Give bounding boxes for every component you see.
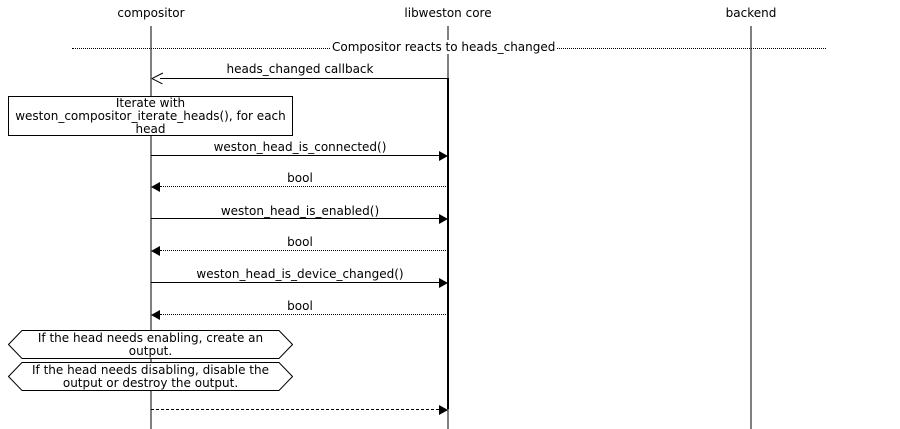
message-label-heads-changed-callback: heads_changed callback bbox=[223, 62, 377, 76]
message-label-weston-head-is-device-changed: weston_head_is_device_changed() bbox=[193, 267, 407, 281]
condition-text-condition-disable-head: If the head needs disabling, disable the… bbox=[31, 362, 269, 390]
message-label-weston-head-is-enabled: weston_head_is_enabled() bbox=[217, 204, 383, 218]
lifeline-backend bbox=[750, 26, 752, 429]
arrowhead-bool-return-enabled bbox=[151, 246, 160, 256]
message-line-weston-head-is-enabled bbox=[151, 218, 439, 219]
participant-label-backend: backend bbox=[725, 6, 777, 20]
message-line-final-return bbox=[151, 409, 439, 410]
message-label-bool-return-connected: bool bbox=[284, 171, 316, 185]
condition-text-condition-enable-head: If the head needs enabling, create an ou… bbox=[37, 330, 264, 358]
message-line-bool-return-connected bbox=[160, 186, 448, 187]
participant-label-compositor: compositor bbox=[117, 6, 185, 20]
message-line-weston-head-is-connected bbox=[151, 155, 439, 156]
arrowhead-heads-changed-callback bbox=[152, 73, 163, 84]
note-iterate-heads-note: Iterate with weston_compositor_iterate_h… bbox=[8, 96, 293, 136]
arrowhead-weston-head-is-connected bbox=[439, 151, 448, 161]
arrowhead-weston-head-is-device-changed bbox=[439, 278, 448, 288]
message-label-bool-return-enabled: bool bbox=[284, 235, 316, 249]
arrowhead-bool-return-connected bbox=[151, 182, 160, 192]
condition-hexagon-shape bbox=[8, 362, 293, 391]
activation-bar-libweston-core bbox=[447, 78, 449, 409]
message-line-heads-changed-callback bbox=[160, 78, 448, 79]
message-label-weston-head-is-connected: weston_head_is_connected() bbox=[210, 140, 390, 154]
condition-hexagon-shape bbox=[8, 330, 293, 359]
arrowhead-weston-head-is-enabled bbox=[439, 214, 448, 224]
lifeline-compositor bbox=[150, 26, 152, 429]
message-line-weston-head-is-device-changed bbox=[151, 282, 439, 283]
arrowhead-bool-return-device-changed bbox=[151, 310, 160, 320]
message-label-bool-return-device-changed: bool bbox=[284, 299, 316, 313]
separator-label-heads-changed-separator: Compositor reacts to heads_changed bbox=[330, 40, 558, 54]
message-line-bool-return-enabled bbox=[160, 250, 448, 251]
participant-label-libweston-core: libweston core bbox=[404, 6, 492, 20]
arrowhead-final-return bbox=[439, 405, 448, 415]
message-line-bool-return-device-changed bbox=[160, 314, 448, 315]
condition-condition-disable-head: If the head needs disabling, disable the… bbox=[8, 362, 293, 391]
condition-condition-enable-head: If the head needs enabling, create an ou… bbox=[8, 330, 293, 359]
